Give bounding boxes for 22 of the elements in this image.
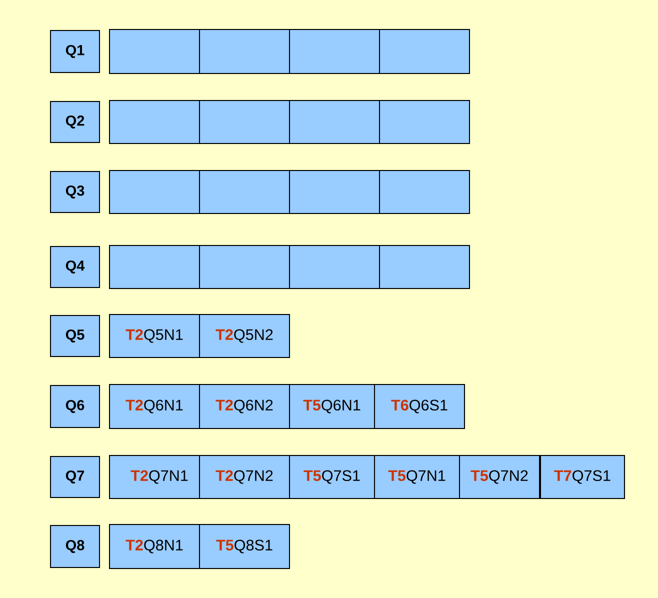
label-box: Q3 xyxy=(50,171,100,213)
label-box: Q2 xyxy=(50,101,100,143)
label-box: Q6 xyxy=(50,385,100,428)
label-box: Q4 xyxy=(50,246,100,288)
cell: T5Q8S1 xyxy=(199,524,290,569)
cell: T7Q7S1 xyxy=(540,455,625,499)
label-box: Q1 xyxy=(50,30,100,73)
cell: T2Q5N2 xyxy=(199,314,290,358)
cell: T2Q5N1 xyxy=(109,314,200,358)
cell: T5Q7N2 xyxy=(459,455,540,499)
cell: T2Q6N1 xyxy=(109,384,200,429)
cell: T5Q6N1 xyxy=(289,384,375,429)
cell: T5Q7S1 xyxy=(289,455,375,499)
cell: T2Q8N1 xyxy=(109,524,200,569)
cell: T2Q6N2 xyxy=(199,384,290,429)
cell: T2Q7N2 xyxy=(199,455,290,499)
label-box: Q7 xyxy=(50,456,100,498)
cell: T5Q7N1 xyxy=(374,455,460,499)
label-box: Q8 xyxy=(50,525,100,568)
cell: T6Q6S1 xyxy=(374,384,465,429)
cell: T2Q7N1 xyxy=(109,455,200,499)
label-box: Q5 xyxy=(50,315,100,357)
